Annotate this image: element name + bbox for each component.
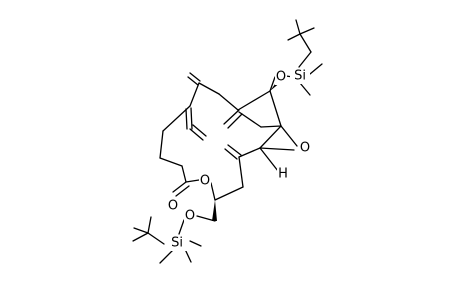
- atom-label-o-bottom: O: [184, 208, 196, 224]
- stereo-wedges: [212, 80, 281, 221]
- svg-text:O: O: [200, 174, 210, 189]
- svg-text:Si: Si: [294, 69, 306, 84]
- atom-label-o-carbonyl: O: [167, 198, 179, 214]
- atom-label-o-epoxide: O: [300, 140, 312, 156]
- svg-text:Si: Si: [171, 236, 183, 251]
- tbs-group-top: [269, 19, 323, 96]
- atom-label-o-ring: O: [199, 173, 211, 189]
- macrocycle-ring: [159, 72, 282, 201]
- svg-text:O: O: [168, 199, 178, 214]
- svg-text:O: O: [276, 70, 286, 85]
- atom-label-o-top: O: [275, 69, 287, 85]
- atom-label-si-top: Si: [290, 68, 310, 84]
- epoxide-ring: [259, 125, 298, 172]
- atom-label-si-bottom: Si: [167, 235, 187, 251]
- svg-text:H: H: [278, 167, 288, 182]
- svg-text:O: O: [300, 141, 310, 156]
- svg-text:O: O: [185, 209, 195, 224]
- atom-label-h-epoxide: H: [277, 166, 289, 182]
